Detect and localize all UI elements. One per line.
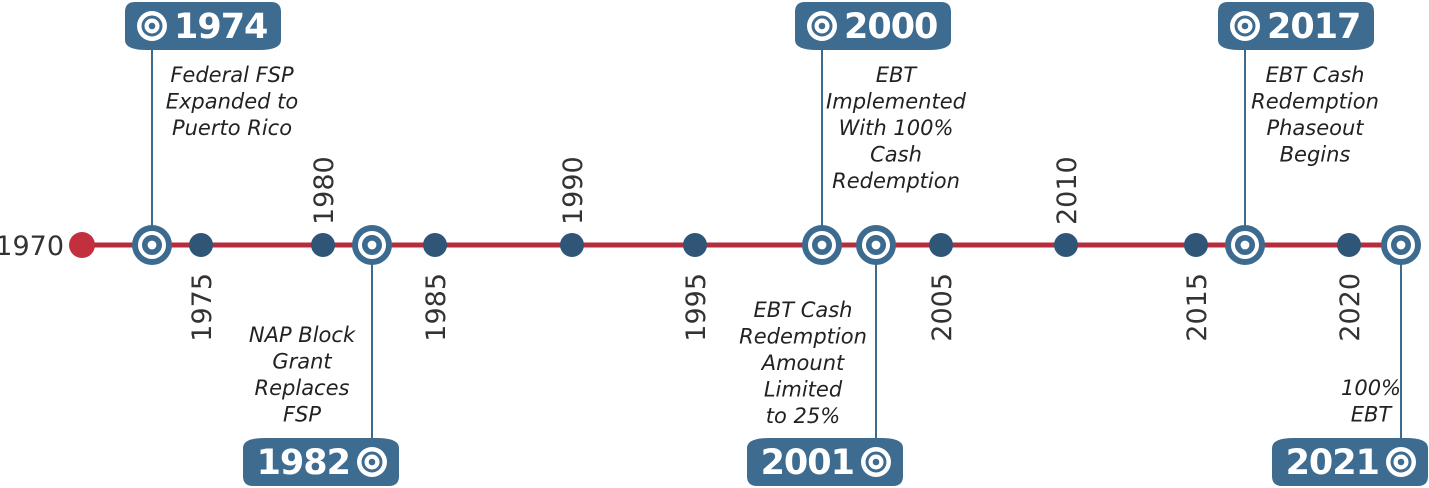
target-icon xyxy=(861,447,891,477)
tick-label-1985: 1985 xyxy=(421,273,452,342)
description-line: Begins xyxy=(1280,143,1351,167)
milestone-marker-icon xyxy=(352,225,392,265)
tick-dot-1985 xyxy=(423,233,447,257)
timeline-origin-dot xyxy=(69,232,95,258)
tick-dot-1990 xyxy=(560,233,584,257)
year-badge-2000: 2000 xyxy=(795,2,951,50)
description-line: EBT Cash xyxy=(1266,63,1365,87)
year-badge-2017: 2017 xyxy=(1218,2,1374,50)
description-line: Cash xyxy=(870,143,922,167)
target-icon xyxy=(137,11,167,41)
description-line: FSP xyxy=(283,403,321,427)
milestone-marker-icon xyxy=(802,225,842,265)
badge-year: 2000 xyxy=(844,7,937,47)
tick-label-1995: 1995 xyxy=(681,273,712,342)
description-line: Redemption xyxy=(1251,90,1379,114)
description-line: Redemption xyxy=(739,325,867,349)
tick-label-1980: 1980 xyxy=(309,156,340,225)
badge-year: 1982 xyxy=(257,443,350,483)
tick-label-2015: 2015 xyxy=(1182,273,1213,342)
tick-dot-1980 xyxy=(311,233,335,257)
year-badge-2001: 2001 xyxy=(747,438,903,486)
description-line: Replaces xyxy=(255,376,350,400)
timeline-start-label: 1970 xyxy=(0,231,64,262)
description-line: Implemented xyxy=(826,90,967,114)
description-line: NAP Block xyxy=(249,323,356,347)
milestone-description: 100% EBT xyxy=(1341,376,1401,427)
tick-label-2020: 2020 xyxy=(1335,273,1366,342)
tick-label-1990: 1990 xyxy=(558,156,589,225)
description-line: EBT xyxy=(876,63,919,87)
description-line: EBT xyxy=(1351,403,1394,427)
badge-year: 2001 xyxy=(761,443,854,483)
tick-dot-2010 xyxy=(1054,233,1078,257)
description-line: With 100% xyxy=(839,116,954,140)
description-line: Federal FSP xyxy=(170,63,294,87)
year-ticks: 1975 1980 1985 1990 1995 2005 2010 2015 2020 xyxy=(187,156,1366,341)
tick-dot-2015 xyxy=(1184,233,1208,257)
target-icon xyxy=(807,11,837,41)
target-icon xyxy=(357,447,387,477)
year-badge-2021: 2021 xyxy=(1272,438,1428,486)
year-badge-1982: 1982 xyxy=(243,438,399,486)
badge-year: 2017 xyxy=(1267,7,1360,47)
description-line: EBT Cash xyxy=(754,298,853,322)
tick-label-2005: 2005 xyxy=(927,273,958,342)
description-line: Limited xyxy=(764,378,843,402)
description-line: to 25% xyxy=(766,404,840,428)
milestone-marker-icon xyxy=(1225,225,1265,265)
tick-label-1975: 1975 xyxy=(187,273,218,342)
description-line: Redemption xyxy=(832,169,960,193)
description-line: Grant xyxy=(272,350,332,374)
milestone-2021: 2021 100% EBT xyxy=(1272,225,1428,486)
year-badge-1974: 1974 xyxy=(125,2,281,50)
milestone-marker-icon xyxy=(856,225,896,265)
target-icon xyxy=(1386,447,1416,477)
description-line: 100% xyxy=(1341,376,1401,400)
milestone-marker-icon xyxy=(132,225,172,265)
tick-dot-1975 xyxy=(189,233,213,257)
milestone-marker-icon xyxy=(1381,225,1421,265)
tick-dot-2020 xyxy=(1337,233,1361,257)
description-line: Puerto Rico xyxy=(172,116,292,140)
description-line: Phaseout xyxy=(1266,116,1364,140)
description-line: Expanded to xyxy=(166,90,299,114)
tick-dot-2005 xyxy=(929,233,953,257)
tick-label-2010: 2010 xyxy=(1052,156,1083,225)
tick-dot-1995 xyxy=(683,233,707,257)
badge-year: 1974 xyxy=(174,7,267,47)
badge-year: 2021 xyxy=(1286,443,1379,483)
target-icon xyxy=(1230,11,1260,41)
description-line: Amount xyxy=(760,351,845,375)
